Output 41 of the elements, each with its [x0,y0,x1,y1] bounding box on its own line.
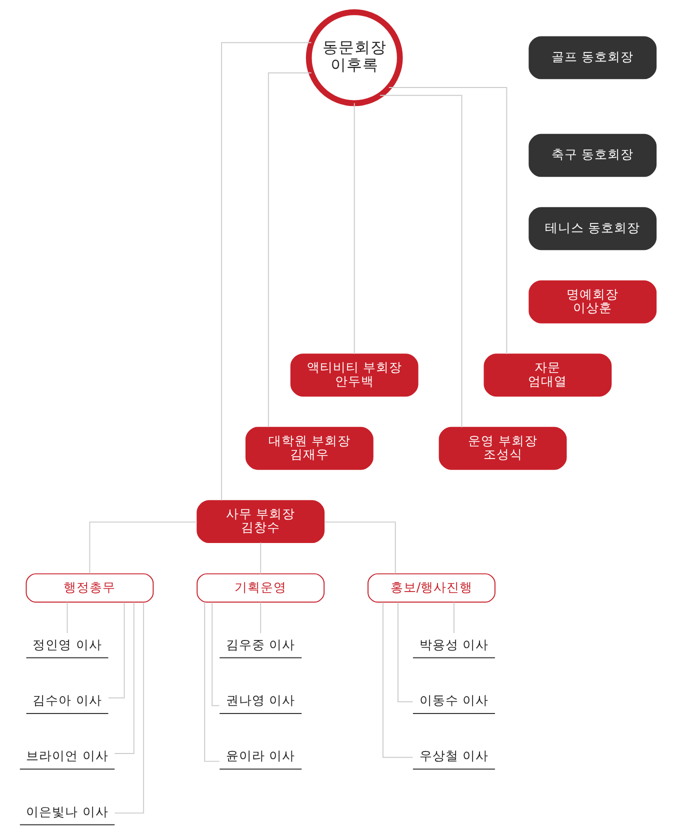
node-box: 테니스 동호회장 [528,207,656,250]
node-text: 김우중 이사 [226,636,295,652]
node-text: 박용성 이사 [418,636,488,652]
node-text: 브라이언 이사 [26,748,108,764]
connector [211,602,220,706]
node-text: 윤이라 이사 [226,748,295,764]
node-text: 권나영 이사 [226,692,295,708]
connector [220,42,312,501]
node-circle: 동문회장 이후록 [305,9,402,106]
connector [88,522,197,574]
node-box: 기획운영 [196,573,324,603]
node-box: 운영 부회장 조성식 [438,426,566,470]
connector [107,602,124,698]
node-box: 액티비티 부회장 안두백 [290,354,418,397]
connector [260,602,261,634]
connector [323,522,396,574]
node-text: 김수아 이사 [32,692,102,708]
node-text: 이은빛나 이사 [26,804,108,819]
connector [353,102,354,354]
connector [114,602,134,754]
node-box: 명예회장 이상훈 [528,280,656,324]
node-text: 우상철 이사 [418,748,488,764]
node-text: 이동수 이사 [418,692,488,708]
connector [267,72,312,428]
connector [388,87,507,354]
node-box: 홍보/행사진행 [367,573,495,603]
connector [114,602,144,814]
connector [204,602,220,762]
node-text: 정인영 이사 [32,636,102,652]
node-box: 자문 엄대열 [483,354,612,397]
connector [396,602,413,702]
node-box: 사무 부회장 김창수 [196,500,324,544]
node-box: 대학원 부회장 김재우 [244,426,373,470]
connector [260,542,261,574]
connector [379,94,462,428]
node-box: 골프 동호회장 [528,36,656,80]
node-box: 행정총무 [25,573,154,603]
connector [382,602,413,758]
node-box: 축구 동호회장 [528,134,656,177]
connector [66,602,68,634]
connector [452,602,454,634]
